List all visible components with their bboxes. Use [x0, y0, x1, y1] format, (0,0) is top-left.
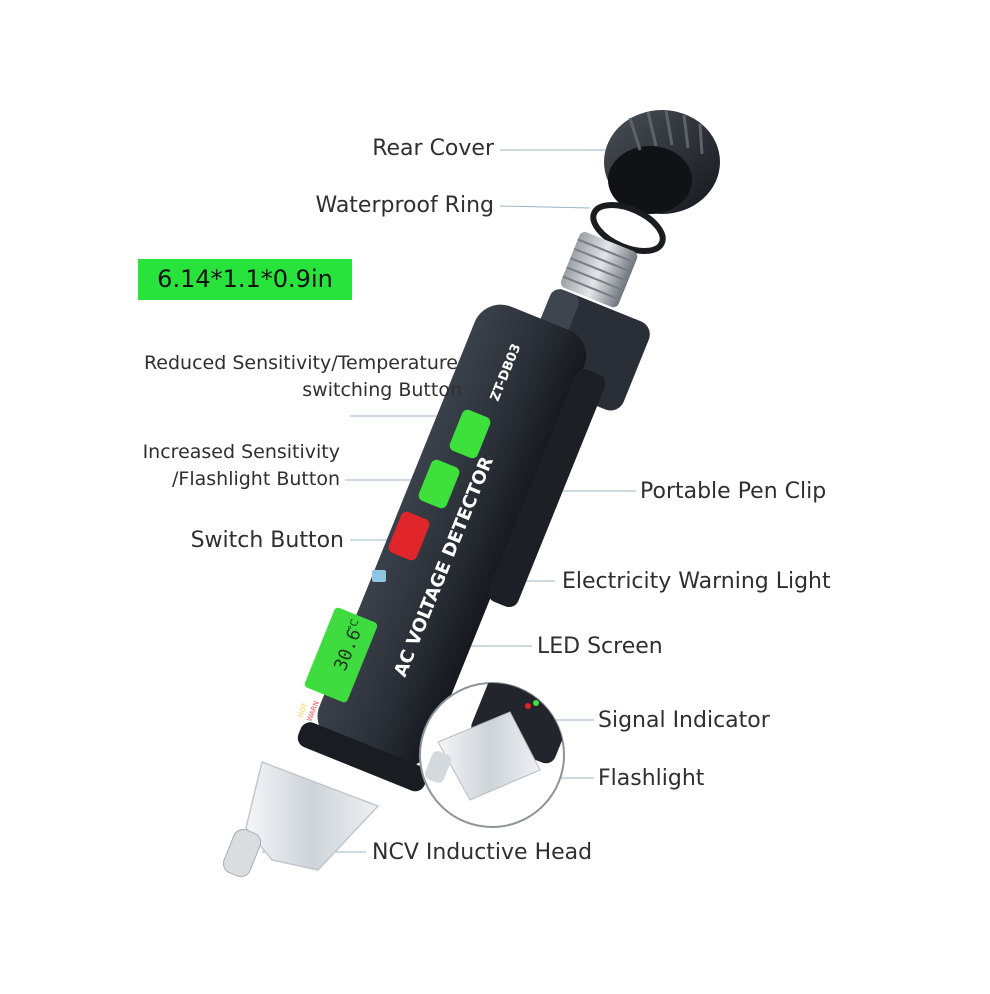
label-reduced-sensitivity-line1: Reduced Sensitivity/Temperature [143, 352, 458, 374]
label-waterproof-ring: Waterproof Ring [315, 193, 494, 218]
rear-cover-cap [604, 110, 720, 214]
label-led-screen: LED Screen [537, 634, 663, 659]
label-rear-cover: Rear Cover [372, 136, 494, 161]
label-reduced-sensitivity-line2: switching Button [302, 379, 462, 401]
pen-buttons [372, 409, 491, 582]
label-portable-pen-clip: Portable Pen Clip [640, 479, 827, 504]
screen-unit: °C [347, 618, 362, 633]
label-electricity-warning-light: Electricity Warning Light [562, 569, 831, 594]
label-switch-button: Switch Button [190, 528, 344, 553]
waterproof-ring [590, 202, 666, 254]
label-signal-indicator: Signal Indicator [598, 708, 770, 733]
threaded-neck [560, 232, 638, 308]
led-screen-graphic [304, 607, 378, 703]
dimensions-badge: 6.14*1.1*0.9in [138, 259, 352, 300]
label-increased-sensitivity-line2: /Flashlight Button [172, 468, 340, 490]
label-ncv-head: NCV Inductive Head [372, 840, 593, 865]
label-increased-sensitivity-line1: Increased Sensitivity [142, 441, 340, 463]
ncv-tip [222, 760, 380, 878]
label-flashlight: Flashlight [598, 766, 705, 791]
pen-body [297, 289, 650, 792]
